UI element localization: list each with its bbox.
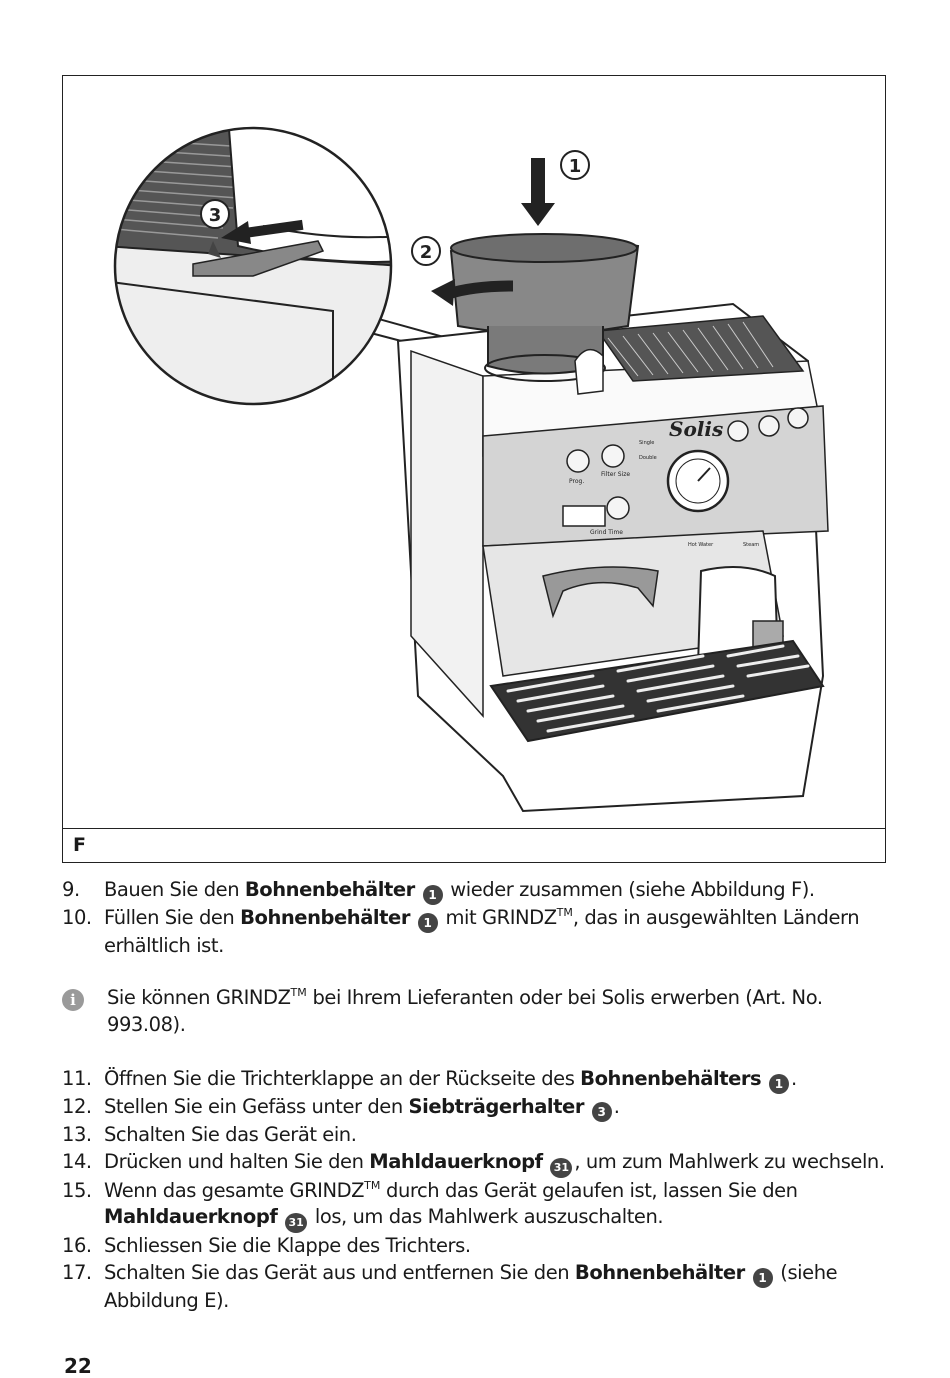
espresso-machine-illustration: Solis Prog. Filter Size Grind Time Singl… bbox=[113, 126, 829, 813]
figure-caption: F bbox=[63, 828, 885, 861]
list-item: 14. Drücken und halten Sie den Mahldauer… bbox=[62, 1149, 892, 1178]
pressure-gauge bbox=[666, 449, 730, 513]
machine-body bbox=[396, 302, 829, 813]
list-item: 9. Bauen Sie den Bohnenbehälter 1 wieder… bbox=[62, 877, 892, 905]
part-number-badge: 3 bbox=[591, 1102, 612, 1122]
instruction-list-a: 9. Bauen Sie den Bohnenbehälter 1 wieder… bbox=[62, 877, 892, 960]
bean-hopper bbox=[449, 233, 640, 395]
info-icon: i bbox=[62, 989, 84, 1011]
list-item: 13. Schalten Sie das Gerät ein. bbox=[62, 1123, 357, 1146]
part-number-badge: 1 bbox=[417, 913, 438, 933]
svg-text:Single: Single bbox=[639, 440, 654, 446]
figure-label: F bbox=[73, 834, 86, 856]
svg-text:Hot Water: Hot Water bbox=[688, 542, 714, 548]
list-item: 16. Schliessen Sie die Klappe des Tricht… bbox=[62, 1234, 471, 1257]
note-text: Sie können GRINDZTM bei Ihrem Lieferante… bbox=[107, 986, 823, 1036]
svg-text:Double: Double bbox=[639, 455, 657, 461]
list-item: 10. Füllen Sie den Bohnenbehälter 1 mit … bbox=[62, 906, 860, 957]
list-item: 17. Schalten Sie das Gerät aus und entfe… bbox=[62, 1260, 838, 1312]
drip-tray bbox=[489, 639, 825, 743]
part-number-badge: 31 bbox=[550, 1157, 573, 1178]
part-number-badge: 1 bbox=[752, 1267, 773, 1288]
list-item: 11. Öffnen Sie die Trichterklappe an der… bbox=[62, 1066, 892, 1094]
list-item: 15. Wenn das gesamte GRINDZTM durch das … bbox=[62, 1178, 892, 1233]
svg-text:Steam: Steam bbox=[743, 542, 759, 548]
svg-text:Prog.: Prog. bbox=[569, 478, 584, 485]
svg-text:1: 1 bbox=[569, 156, 582, 177]
svg-text:2: 2 bbox=[420, 242, 433, 263]
arrow-3-icon: 3 bbox=[200, 199, 304, 244]
detail-magnifier: 3 bbox=[113, 126, 393, 406]
arrow-2-icon: 2 bbox=[411, 236, 514, 306]
page-number: 22 bbox=[64, 1354, 92, 1378]
part-number-badge: 1 bbox=[422, 885, 443, 905]
part-number-badge: 1 bbox=[768, 1074, 789, 1094]
brand-logo: Solis bbox=[669, 417, 723, 441]
svg-text:Filter Size: Filter Size bbox=[601, 471, 630, 478]
arrow-1-icon: 1 bbox=[521, 150, 590, 226]
figure-frame: Solis Prog. Filter Size Grind Time Singl… bbox=[62, 75, 886, 863]
part-number-badge: 31 bbox=[285, 1213, 308, 1233]
list-item: 12. Stellen Sie ein Gefäss unter den Sie… bbox=[62, 1094, 892, 1122]
info-note: i Sie können GRINDZTM bei Ihrem Lieferan… bbox=[62, 985, 892, 1038]
svg-text:3: 3 bbox=[209, 205, 222, 226]
svg-text:Grind Time: Grind Time bbox=[590, 529, 623, 536]
instruction-list-b: 11. Öffnen Sie die Trichterklappe an der… bbox=[62, 1066, 892, 1314]
